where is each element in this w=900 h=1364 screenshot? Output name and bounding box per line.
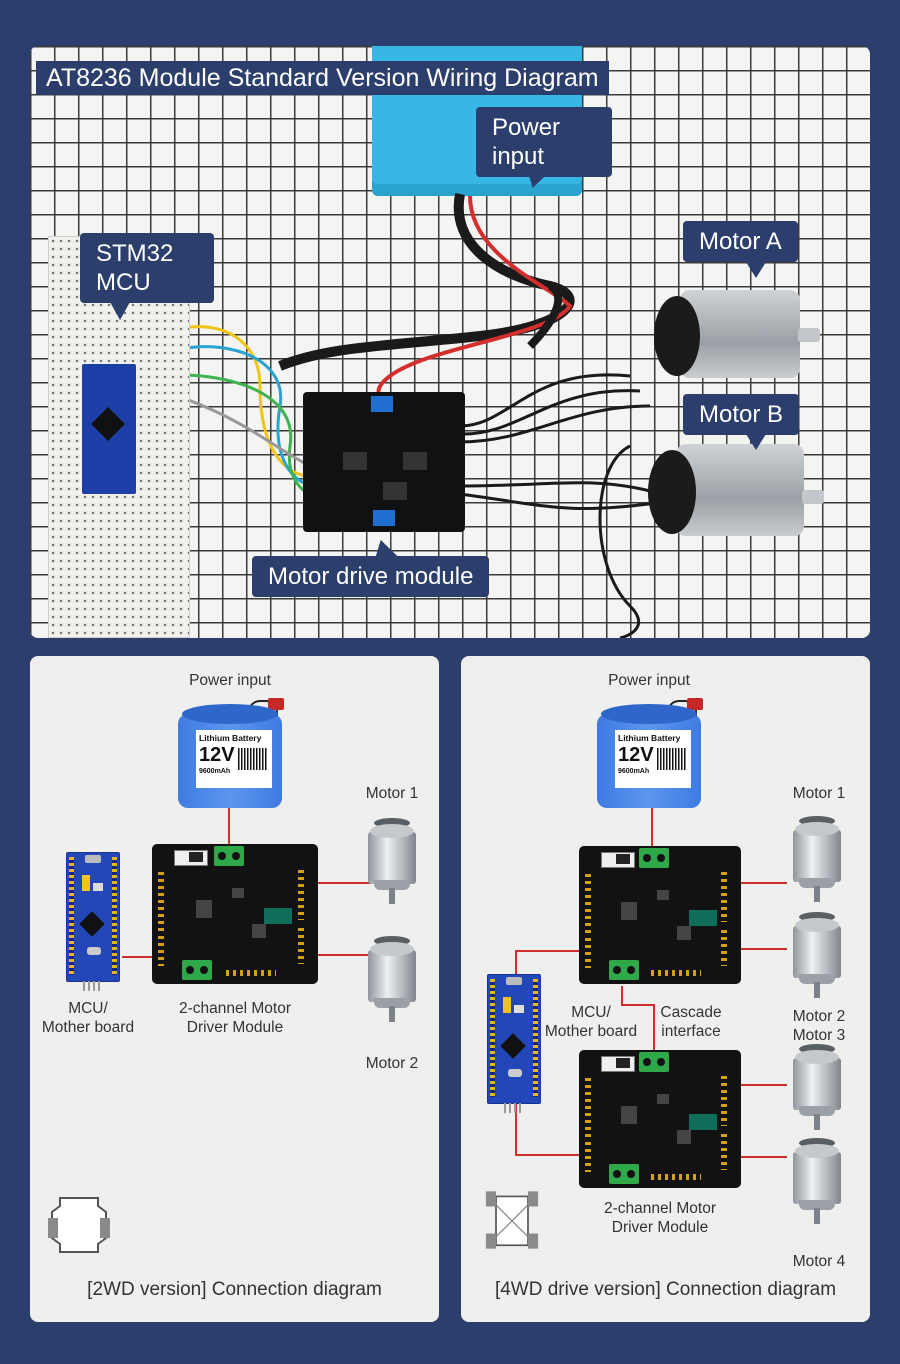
motor2-illustration <box>793 918 841 996</box>
panel-2wd: Power input Lithium Battery 12V 9600mAh <box>30 656 439 1322</box>
motor4-illustration <box>793 1144 841 1222</box>
driver-board-top-illustration <box>579 846 741 984</box>
battery-title: Lithium Battery <box>618 733 680 743</box>
battery-title: Lithium Battery <box>199 733 261 743</box>
stm32-line2: MCU <box>96 268 198 297</box>
battery-voltage: 12V <box>199 744 235 767</box>
power-input-label: Power input <box>589 671 709 690</box>
driver-board-illustration <box>152 844 318 984</box>
motor1-label: Motor 1 <box>779 784 859 803</box>
motor2-label: Motor 2 <box>779 1007 859 1026</box>
mcu-label: MCU/ Mother board <box>30 999 146 1037</box>
driver-label: 2-channel Motor Driver Module <box>160 999 310 1037</box>
mcu-label-line2: Mother board <box>30 1018 146 1037</box>
2wd-chassis-icon <box>46 1192 112 1256</box>
motor3-illustration <box>793 1050 841 1128</box>
mcu-board-illustration <box>487 974 541 1104</box>
stm32-board-photo <box>82 364 136 494</box>
4wd-chassis-icon <box>479 1188 545 1252</box>
motor1-illustration <box>793 822 841 900</box>
cascade-label-line1: Cascade <box>653 1003 729 1022</box>
motor4-label: Motor 4 <box>779 1252 859 1271</box>
battery-illustration: Lithium Battery 12V 9600mAh <box>178 704 286 808</box>
motor1-illustration <box>368 824 416 902</box>
diagram-title: AT8236 Module Standard Version Wiring Di… <box>36 61 609 95</box>
motor1-label: Motor 1 <box>352 784 432 803</box>
motor2-illustration <box>368 942 416 1020</box>
battery-capacity: 9600mAh <box>618 768 649 775</box>
4wd-caption: [4WD drive version] Connection diagram <box>461 1279 870 1301</box>
motor-a-callout: Motor A <box>683 221 798 262</box>
mcu-label-line2: Mother board <box>537 1022 645 1041</box>
battery-voltage: 12V <box>618 744 654 767</box>
power-input-callout: Power input <box>476 107 612 177</box>
mcu-board-illustration <box>66 852 120 982</box>
motor-drive-module-callout: Motor drive module <box>252 556 489 597</box>
driver-label: 2-channel Motor Driver Module <box>585 1199 735 1237</box>
driver-label-line1: 2-channel Motor <box>585 1199 735 1218</box>
driver-board-photo <box>303 392 465 532</box>
2wd-caption: [2WD version] Connection diagram <box>30 1279 439 1301</box>
power-input-line1: Power <box>492 113 596 142</box>
driver-label-line2: Driver Module <box>160 1018 310 1037</box>
cascade-label: Cascade interface <box>653 1003 729 1041</box>
wiring-photo: AT8236 Module Standard Version Wiring Di… <box>30 46 870 638</box>
motor-b-callout: Motor B <box>683 394 799 435</box>
mcu-label: MCU/ Mother board <box>537 1003 645 1041</box>
mcu-label-line1: MCU/ <box>30 999 146 1018</box>
stm32-line1: STM32 <box>96 239 198 268</box>
stm32-mcu-callout: STM32 MCU <box>80 233 214 303</box>
battery-illustration: Lithium Battery 12V 9600mAh <box>597 704 705 808</box>
power-input-label: Power input <box>170 671 290 690</box>
power-input-line2: input <box>492 142 596 171</box>
driver-board-bottom-illustration <box>579 1050 741 1188</box>
cascade-label-line2: interface <box>653 1022 729 1041</box>
panel-4wd: Power input Lithium Battery 12V 9600mAh <box>461 656 870 1322</box>
motor3-label: Motor 3 <box>779 1026 859 1045</box>
driver-label-line1: 2-channel Motor <box>160 999 310 1018</box>
motor2-label: Motor 2 <box>352 1054 432 1073</box>
battery-capacity: 9600mAh <box>199 768 230 775</box>
mcu-label-line1: MCU/ <box>537 1003 645 1022</box>
driver-label-line2: Driver Module <box>585 1218 735 1237</box>
